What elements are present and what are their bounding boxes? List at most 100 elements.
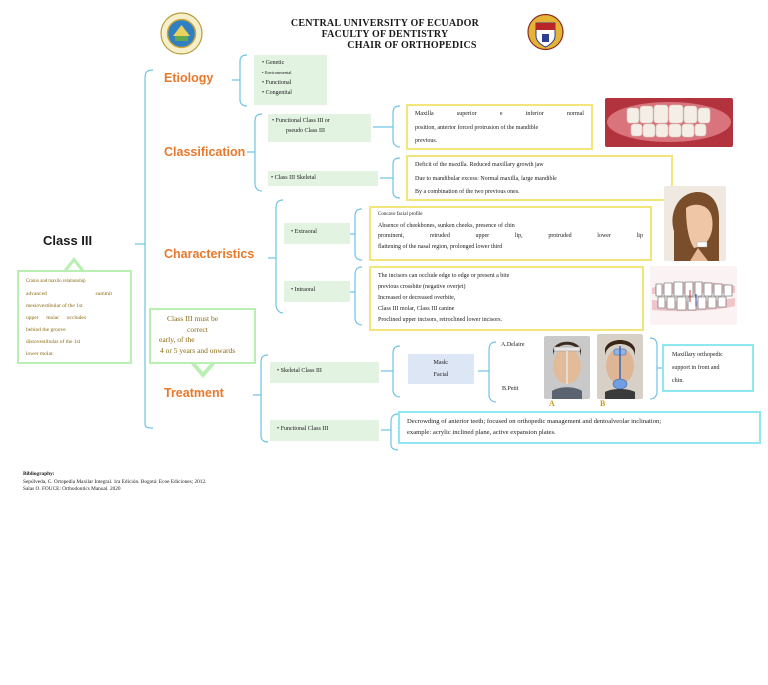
facial-mask-box: Mask: Facial (408, 354, 474, 384)
category-characteristics: Characteristics (164, 247, 255, 261)
etiology-item: • Congenital (262, 90, 292, 96)
photo-label-b: B (600, 399, 606, 408)
intraoral-desc-line-5: Proclined upper incisors, retroclined lo… (378, 317, 503, 323)
functional-class-box: • Functional Class III or pseudo Class I… (268, 114, 371, 142)
etiology-box: • Genetic • Environmental • Functional •… (254, 55, 327, 105)
header-line-1: CENTRAL UNIVERSITY OF ECUADOR (290, 18, 480, 29)
etiology-item: • Environmental (262, 70, 292, 75)
bibliography-ref-2: Salas O. FOUCE: Orthodontics Manual. 202… (23, 486, 121, 492)
functional-class-line-1: • Functional Class III or (272, 118, 330, 124)
functional-desc-box: Maxilla superior e inferior normal posit… (406, 104, 593, 150)
category-etiology: Etiology (164, 71, 214, 85)
skeletal-desc-line-3: By a combination of the two previous one… (415, 189, 520, 195)
extraoral-desc-line-2: Absence of cheekbones, sunken cheeks, pr… (378, 222, 515, 229)
child-profile-photo (664, 186, 726, 261)
functional-treatment-desc-box: Decrowding of anterior teeth; focused on… (398, 411, 761, 444)
early-note-line-1: Class III must be (167, 314, 219, 323)
functional-treatment-label: • Functional Class III (277, 426, 329, 432)
petit-mask-photo (597, 334, 643, 399)
functional-desc-word: normal (566, 111, 584, 117)
early-note-line-4: 4 or 5 years and onwards (160, 345, 236, 355)
definition-word-upper: upper (26, 315, 39, 321)
functional-desc-line-3: previous. (415, 138, 438, 144)
skeletal-desc-line-2: Due to mandibular excess: Normal maxilla… (415, 175, 557, 182)
extraoral-desc-word: prominent, (378, 233, 405, 239)
photo-label-a: A (549, 399, 555, 408)
university-seal-icon (160, 12, 203, 55)
skeletal-desc-line-1: Deficit of the maxilla. Reduced maxillar… (415, 162, 544, 168)
intraoral-box: • Intraoral (284, 281, 350, 302)
mask-desc-box: Maxillary orthopedic support in front an… (662, 344, 754, 392)
definition-box (17, 270, 132, 364)
header-line-3: CHAIR OF ORTHOPEDICS (347, 40, 477, 51)
main-title: Class III (43, 233, 93, 248)
mask-desc-line-2: support in front and (672, 365, 720, 371)
facial-label: Facial (433, 372, 449, 378)
delaire-label: A.Delaire (501, 342, 525, 348)
extraoral-label: • Extraoral (291, 229, 317, 235)
intraoral-desc-box: The incisors can occlude edge to edge or… (369, 266, 644, 331)
early-note-arrow-inner (196, 364, 210, 372)
functional-treatment-desc-line-1: Decrowding of anterior teeth; focused on… (407, 418, 662, 425)
extraoral-desc-line-1: Concave facial profile (378, 212, 423, 217)
extraoral-desc-word: lip (636, 233, 643, 239)
teeth-diagram (650, 266, 737, 325)
extraoral-desc-word: protruded (548, 233, 572, 239)
teeth-photo (605, 98, 733, 147)
early-note-text: Class III must be correct early, of the … (150, 314, 255, 356)
bibliography: Bibliography: Sepúlveda, C. Ortopedia Ma… (23, 471, 206, 494)
mask-desc-line-3: chin. (672, 378, 684, 384)
definition-word-molar: molar (46, 315, 60, 321)
definition-arrow-inner (67, 262, 81, 271)
extraoral-desc-word: lip, (514, 233, 523, 239)
functional-treatment-desc-line-2: example: acrylic inclined plane, active … (407, 429, 556, 436)
mask-desc-line-1: Maxillary orthopedic (672, 352, 723, 358)
skeletal-class-label: • Class III Skeletal (271, 175, 316, 181)
functional-desc-word: superior (456, 111, 477, 117)
functional-desc-word: inferior (525, 111, 544, 117)
delaire-mask-photo (544, 336, 590, 399)
definition-line-5: behind the groove (26, 327, 66, 333)
etiology-item: • Genetic (262, 60, 285, 66)
early-note-line-2: correct (187, 324, 208, 334)
intraoral-desc-line-3: Increased or decreased overbite, (378, 295, 456, 301)
skeletal-desc-box: Deficit of the maxilla. Reduced maxillar… (406, 155, 673, 201)
skeletal-class-box: • Class III Skeletal (268, 171, 378, 186)
extraoral-desc-box: Concave facial profile Absence of cheekb… (369, 206, 652, 261)
extraoral-desc-word: upper (475, 233, 490, 239)
extraoral-box: • Extraoral (284, 223, 350, 244)
definition-line-1: Cranio and maxilo relationship (26, 279, 86, 284)
functional-desc-line-2: position, anterior forced protrusion of … (415, 124, 539, 131)
definition-word-summit: summit (95, 291, 112, 297)
intraoral-desc-line-2: previous crossbite (negative overjet) (378, 284, 466, 290)
skeletal-treatment-label: • Skeletal Class III (277, 368, 322, 374)
intraoral-desc-line-4: Class III molar, Class III canine (378, 306, 455, 312)
etiology-item: • Functional (262, 80, 292, 86)
bibliography-ref-1: Sepúlveda, C. Ortopedia Maxilar Integral… (23, 478, 207, 485)
functional-desc-word: Maxilla (415, 111, 434, 117)
definition-line-7: lower molar. (26, 351, 54, 357)
functional-class-line-2: pseudo Class III (286, 128, 325, 134)
category-treatment: Treatment (164, 386, 224, 400)
functional-desc-word: e (499, 111, 503, 117)
category-classification: Classification (164, 145, 246, 159)
petit-label: B.Petit (502, 386, 519, 392)
intraoral-label: • Intraoral (291, 287, 316, 293)
extraoral-desc-word: lower (597, 233, 611, 239)
mask-label: Mask: (433, 360, 449, 366)
faculty-shield-icon (527, 12, 564, 52)
definition-line-6: distovestibular of the 1st (26, 339, 81, 345)
early-note-line-3: early, of the (159, 335, 195, 344)
early-note-box (149, 308, 256, 364)
skeletal-treatment-box: • Skeletal Class III (270, 362, 379, 383)
extraoral-desc-line-4: flattening of the nasal region, prolonge… (378, 243, 503, 250)
functional-treatment-box: • Functional Class III (270, 420, 379, 441)
definition-line-3: mesiovestibular of the 1st (26, 303, 83, 309)
intraoral-desc-line-1: The incisors can occlude edge to edge or… (378, 273, 510, 279)
definition-text: Cranio and maxilo relationship advanced s… (26, 276, 122, 360)
definition-word-occludes: occludes (66, 315, 86, 321)
definition-word-advanced: advanced (26, 291, 47, 297)
extraoral-desc-word: retruded (429, 233, 450, 239)
header-line-2: FACULTY OF DENTISTRY (321, 29, 449, 40)
